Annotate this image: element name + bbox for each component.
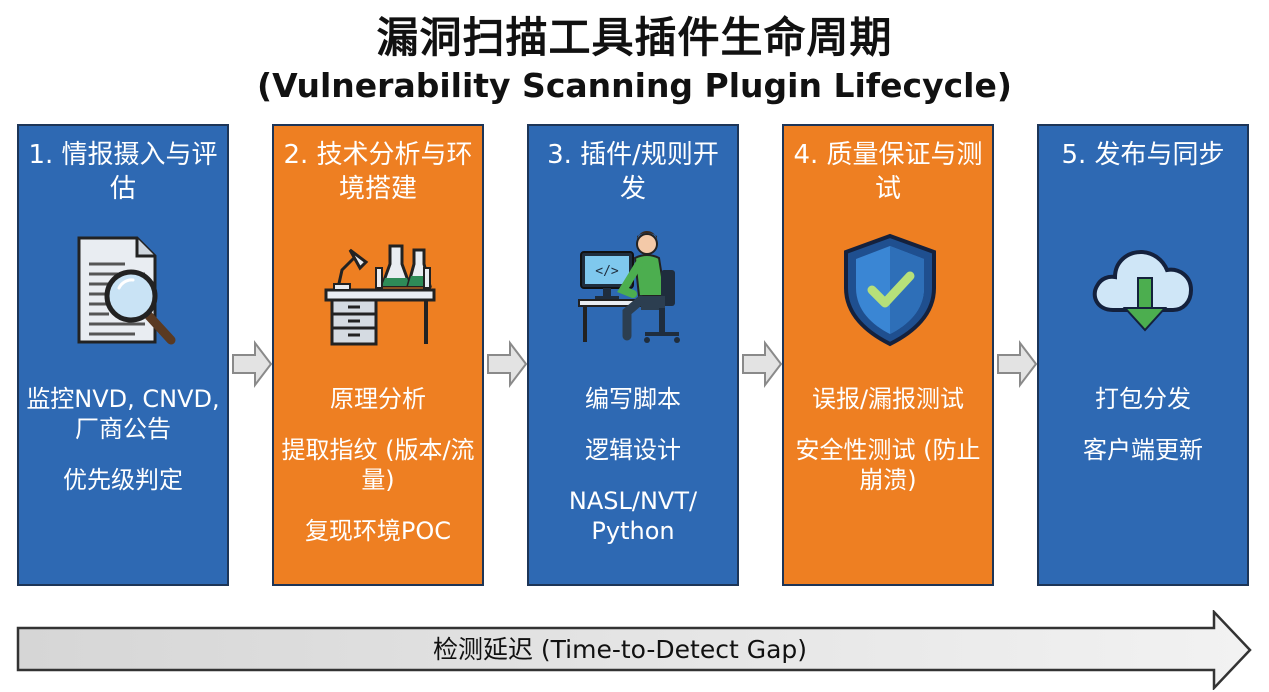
stage-3-item-3: NASL/NVT/ Python (568, 487, 698, 545)
stage-5-title: 5. 发布与同步 (1061, 140, 1225, 170)
stage-5-item-1: 打包分发 (1095, 385, 1191, 413)
stage-3-item-2: 逻辑设计 (585, 436, 681, 464)
stage-4-items: 误报/漏报测试 安全性测试 (防止崩溃) (790, 384, 986, 516)
stage-4-item-1: 误报/漏报测试 (811, 385, 965, 413)
stage-2-item-2: 提取指纹 (版本/流量) (281, 436, 475, 494)
connector-arrow-icon (997, 340, 1038, 388)
stage-5-box: 5. 发布与同步 打包分发 客户端更新 (1037, 124, 1249, 586)
connector-arrow-icon (487, 340, 528, 388)
stage-1-box: 1. 情报摄入与评估 监控NVD, CNVD, 厂商公告 优先级判定 (17, 124, 229, 586)
svg-text:</>: </> (595, 264, 619, 279)
page-subtitle: (Vulnerability Scanning Plugin Lifecycle… (257, 66, 1012, 105)
stage-3-item-1: 编写脚本 (585, 385, 681, 413)
stage-1-items: 监控NVD, CNVD, 厂商公告 优先级判定 (25, 384, 221, 516)
stage-3-title: 3. 插件/规则开发 (547, 140, 719, 204)
stage-4-box: 4. 质量保证与测试 误报/漏报测试 安全性测试 (防止崩溃) (782, 124, 994, 586)
stage-5-items: 打包分发 客户端更新 (1045, 384, 1241, 486)
cloud-download-icon (1092, 249, 1194, 332)
stage-4-title: 4. 质量保证与测试 (793, 140, 983, 204)
document-magnifier-icon (77, 236, 176, 345)
stage-2-item-3: 复现环境POC (304, 517, 452, 545)
shield-check-icon (844, 233, 936, 347)
stage-5-item-2: 客户端更新 (1083, 436, 1203, 464)
connector-arrow-icon (232, 340, 273, 388)
connector-arrow-icon (742, 340, 783, 388)
developer-at-computer-icon: </> (578, 230, 680, 343)
stage-3-box: 3. 插件/规则开发 </> 编写脚本 逻辑设计 NASL/NVT/ Pytho… (527, 124, 739, 586)
stage-4-item-2: 安全性测试 (防止崩溃) (795, 436, 981, 494)
page-title: 漏洞扫描工具插件生命周期 (376, 13, 893, 62)
stage-2-item-1: 原理分析 (330, 385, 426, 413)
stage-3-items: 编写脚本 逻辑设计 NASL/NVT/ Python (535, 384, 731, 567)
stage-1-item-2: 优先级判定 (63, 466, 183, 494)
stage-1-item-1: 监控NVD, CNVD, 厂商公告 (26, 385, 220, 443)
stage-2-box: 2. 技术分析与环境搭建 原理分析 提取指纹 (版本/流量) 复现环境POC (272, 124, 484, 586)
stage-2-title: 2. 技术分析与环境搭建 (283, 140, 473, 204)
timeline-label: 检测延迟 (Time-to-Detect Gap) (432, 635, 808, 664)
lab-desk-icon (324, 244, 436, 346)
stage-1-title: 1. 情报摄入与评估 (28, 140, 218, 204)
timeline-arrow-icon (16, 610, 1252, 690)
stage-2-items: 原理分析 提取指纹 (版本/流量) 复现环境POC (280, 384, 476, 567)
